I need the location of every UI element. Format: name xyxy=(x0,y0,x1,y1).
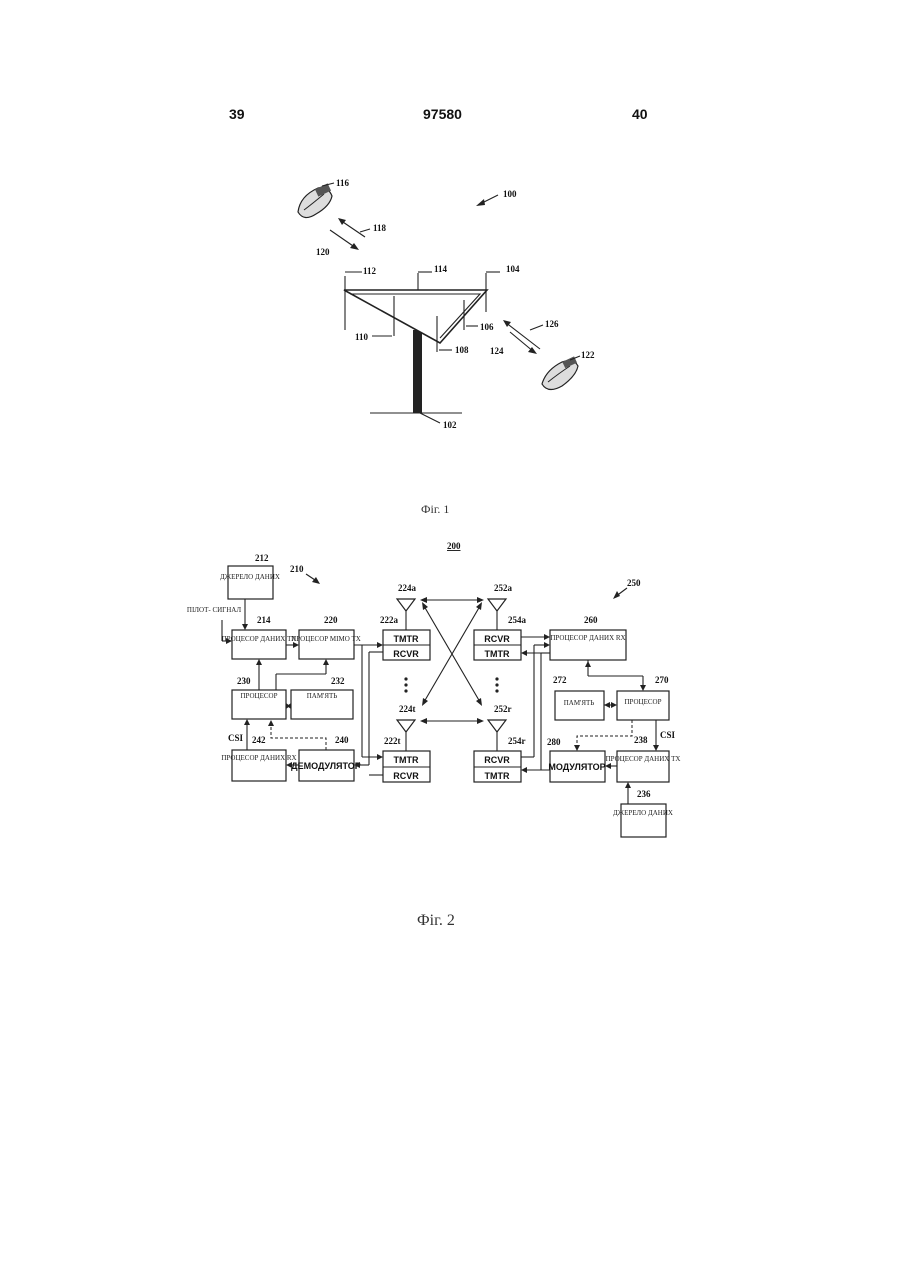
transceiver-254r-rcvr: RCVR xyxy=(484,755,510,765)
tx-data-processor-238-text: ПРОЦЕСОР ДАНИХ ТХ xyxy=(606,755,681,763)
memory-272-text: ПАМ'ЯТЬ xyxy=(564,699,595,707)
arrowhead-210 xyxy=(312,577,320,584)
label-240: 240 xyxy=(335,735,349,745)
label-242: 242 xyxy=(252,735,266,745)
label-280: 280 xyxy=(547,737,561,747)
pilot-label: ПІЛОТ- СИГНАЛ xyxy=(187,606,241,614)
rx-data-processor-242-text: ПРОЦЕСОР ДАНИХ RX xyxy=(221,754,296,762)
modulator-280-text: МОДУЛЯТОР xyxy=(548,762,605,772)
ellipsis-dots xyxy=(404,677,498,692)
label-272: 272 xyxy=(553,675,567,685)
label-270: 270 xyxy=(655,675,669,685)
demodulator-240-text: ДЕМОДУЛЯТОР xyxy=(291,761,361,771)
label-252r: 252r xyxy=(494,704,512,714)
label-254a: 254a xyxy=(508,615,527,625)
arrowhead-250 xyxy=(613,591,620,599)
label-222a: 222a xyxy=(380,615,399,625)
transceiver-222t-rcvr: RCVR xyxy=(393,771,419,781)
label-260: 260 xyxy=(584,615,598,625)
rx-data-processor-260-text: ПРОЦЕСОР ДАНИХ RX xyxy=(550,634,625,642)
label-222t: 222t xyxy=(384,736,401,746)
label-210: 210 xyxy=(290,564,304,574)
transceiver-254a-rcvr: RCVR xyxy=(484,634,510,644)
transceiver-222t-tmtr: TMTR xyxy=(394,755,419,765)
connections-left xyxy=(222,599,383,775)
antenna-224a xyxy=(397,599,415,630)
transceiver-222a-tmtr: TMTR xyxy=(394,634,419,644)
label-200: 200 xyxy=(447,541,461,551)
csi-label-1: CSI xyxy=(228,733,244,743)
figure-2-caption: Фіг. 2 xyxy=(417,912,455,930)
label-238: 238 xyxy=(634,735,648,745)
transceiver-222a-rcvr: RCVR xyxy=(393,649,419,659)
figure-2: 200 210 250 ДЖЕРЕЛО ДАНИХ 212 ПІЛОТ- СИГ… xyxy=(0,0,901,900)
processor-230-text: ПРОЦЕСОР xyxy=(240,692,277,700)
label-224a: 224a xyxy=(398,583,417,593)
data-source-236-text: ДЖЕРЕЛО ДАНИХ xyxy=(613,809,673,817)
label-230: 230 xyxy=(237,676,251,686)
antenna-252a xyxy=(488,599,506,630)
label-252a: 252a xyxy=(494,583,513,593)
processor-270-text: ПРОЦЕСОР xyxy=(624,698,661,706)
transceiver-254a-tmtr: TMTR xyxy=(485,649,510,659)
label-212: 212 xyxy=(255,553,269,563)
label-214: 214 xyxy=(257,615,271,625)
data-source-212 xyxy=(228,566,273,599)
transceiver-254r-tmtr: TMTR xyxy=(485,771,510,781)
label-236: 236 xyxy=(637,789,651,799)
label-224t: 224t xyxy=(399,704,416,714)
csi-label-2: CSI xyxy=(660,730,676,740)
mimo-processor-220-text: ПРОЦЕСОР МІМО ТХ xyxy=(291,635,361,643)
label-250: 250 xyxy=(627,578,641,588)
label-232: 232 xyxy=(331,676,345,686)
label-220: 220 xyxy=(324,615,338,625)
antenna-252r xyxy=(488,720,506,751)
label-254r: 254r xyxy=(508,736,526,746)
data-source-212-text: ДЖЕРЕЛО ДАНИХ xyxy=(220,573,280,581)
tx-data-processor-214-text: ПРОЦЕСОР ДАНИХ ТХ xyxy=(222,635,297,643)
memory-232-text: ПАМ'ЯТЬ xyxy=(307,692,338,700)
